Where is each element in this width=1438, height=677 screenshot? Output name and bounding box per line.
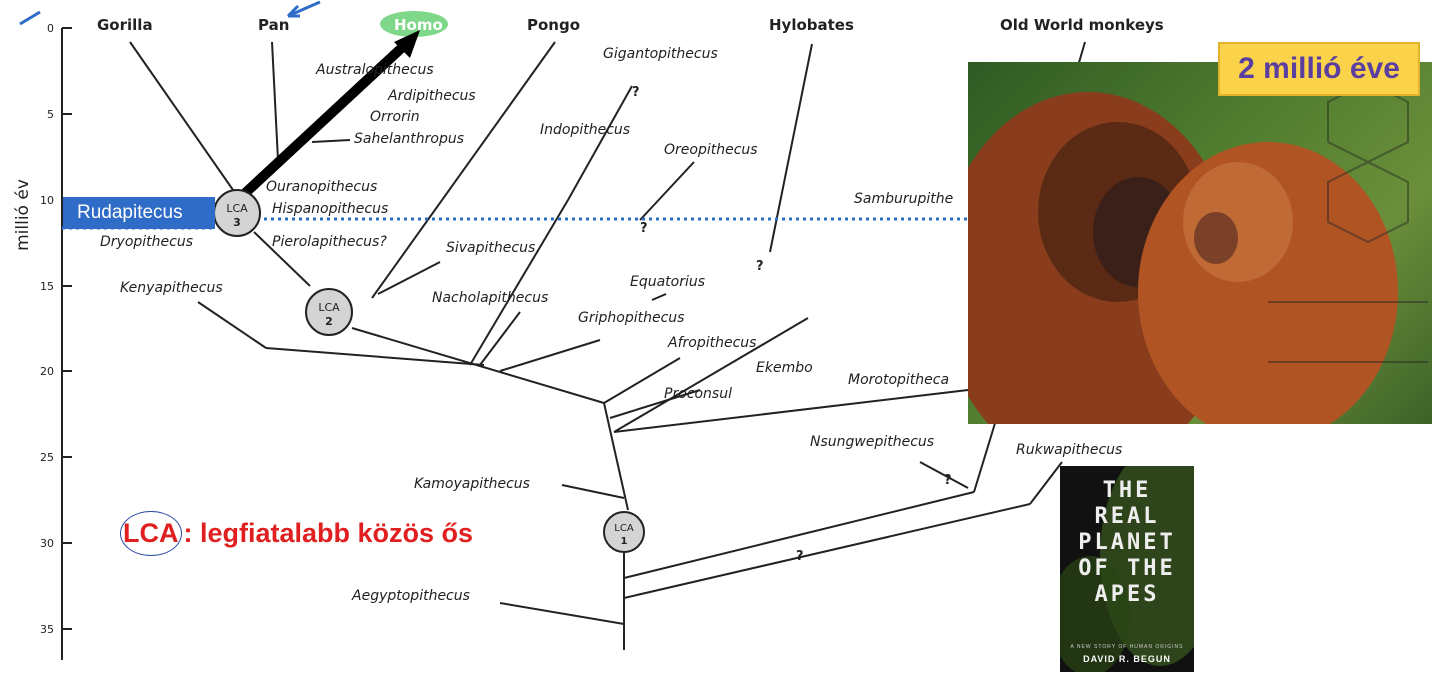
taxon-label: Equatorius [630, 274, 705, 290]
tick-label: 0 [47, 22, 54, 35]
svg-text:LCA: LCA [614, 523, 634, 534]
pointer-arrow [288, 2, 320, 16]
tick-label: 10 [40, 194, 54, 207]
orangutan-illustration [968, 62, 1432, 424]
lca-node-2: LCA 2 [306, 289, 352, 335]
taxon-label: Nacholapithecus [432, 290, 548, 306]
taxon-label: Kamoyapithecus [414, 476, 530, 492]
svg-text:2: 2 [325, 315, 333, 328]
lca-definition: LCA: legfiatalabb közös ős [120, 511, 473, 556]
taxon-label: Aegyptopithecus [351, 588, 470, 604]
taxon-label: Sivapithecus [446, 240, 535, 256]
taxon-label: Kenyapithecus [120, 280, 223, 296]
taxon-label: Ouranopithecus [266, 179, 377, 195]
tick-label: 25 [40, 451, 54, 464]
taxon-label: Hispanopithecus [272, 201, 388, 217]
svg-text:3: 3 [233, 216, 241, 229]
lca-abbr: LCA [120, 511, 182, 556]
uncertain-mark: ? [944, 473, 952, 488]
taxon-label: Gigantopithecus [603, 46, 718, 62]
book-title: THE REAL PLANET OF THE APES [1060, 478, 1194, 608]
uncertain-mark: ? [796, 549, 804, 564]
taxon-label: Oreopithecus [664, 142, 758, 158]
genus-label: Old World monkeys [1000, 16, 1164, 34]
time-badge: 2 millió éve [1218, 42, 1420, 96]
taxon-label: Pierolapithecus? [272, 234, 387, 250]
tick-label: 15 [40, 280, 54, 293]
rudapitecus-label: Rudapitecus [63, 197, 215, 229]
genus-label: Gorilla [97, 16, 153, 34]
lca-node-1: LCA 1 [604, 512, 644, 552]
taxon-label: Samburupithe [854, 191, 953, 207]
svg-text:LCA: LCA [318, 301, 340, 314]
book-author: DAVID R. BEGUN [1060, 654, 1194, 664]
uncertain-mark: ? [756, 259, 764, 274]
taxon-label: Rukwapithecus [1016, 442, 1122, 458]
lca-node-3: LCA 3 [214, 190, 260, 236]
svg-text:LCA: LCA [226, 202, 248, 215]
svg-text:1: 1 [621, 536, 628, 547]
pointer-arrow [20, 12, 40, 24]
taxon-label: Afropithecus [667, 335, 756, 351]
orangutan-photo [968, 62, 1432, 424]
taxon-label: Australopithecus [315, 62, 434, 78]
uncertain-mark: ? [640, 221, 648, 236]
tick-label: 20 [40, 365, 54, 378]
taxon-label: Ekembo [756, 360, 813, 376]
uncertain-mark: ? [632, 85, 640, 100]
tick-label: 35 [40, 623, 54, 636]
taxon-label: Nsungwepithecus [810, 434, 934, 450]
taxon-label: Dryopithecus [100, 234, 193, 250]
taxon-label: Griphopithecus [578, 310, 684, 326]
taxon-label: Indopithecus [540, 122, 630, 138]
tick-label: 30 [40, 537, 54, 550]
genus-label: Pongo [527, 16, 580, 34]
taxon-label: Morotopitheca [848, 372, 949, 388]
taxon-label: Orrorin [370, 109, 420, 125]
tick-label: 5 [47, 108, 54, 121]
genus-label: Pan [258, 16, 289, 34]
book-cover: THE REAL PLANET OF THE APES A NEW STORY … [1060, 466, 1194, 672]
taxon-label: Sahelanthropus [354, 131, 464, 147]
taxon-label: Proconsul [664, 386, 732, 402]
taxon-label: Ardipithecus [387, 88, 476, 104]
book-subtitle: A NEW STORY OF HUMAN ORIGINS [1060, 644, 1194, 650]
axis-title: millió év [13, 179, 33, 251]
genus-label: Hylobates [769, 16, 854, 34]
lca-definition-text: : legfiatalabb közös ős [184, 518, 474, 548]
time-axis: 0 5 10 15 20 25 30 35 millió év [13, 22, 72, 660]
